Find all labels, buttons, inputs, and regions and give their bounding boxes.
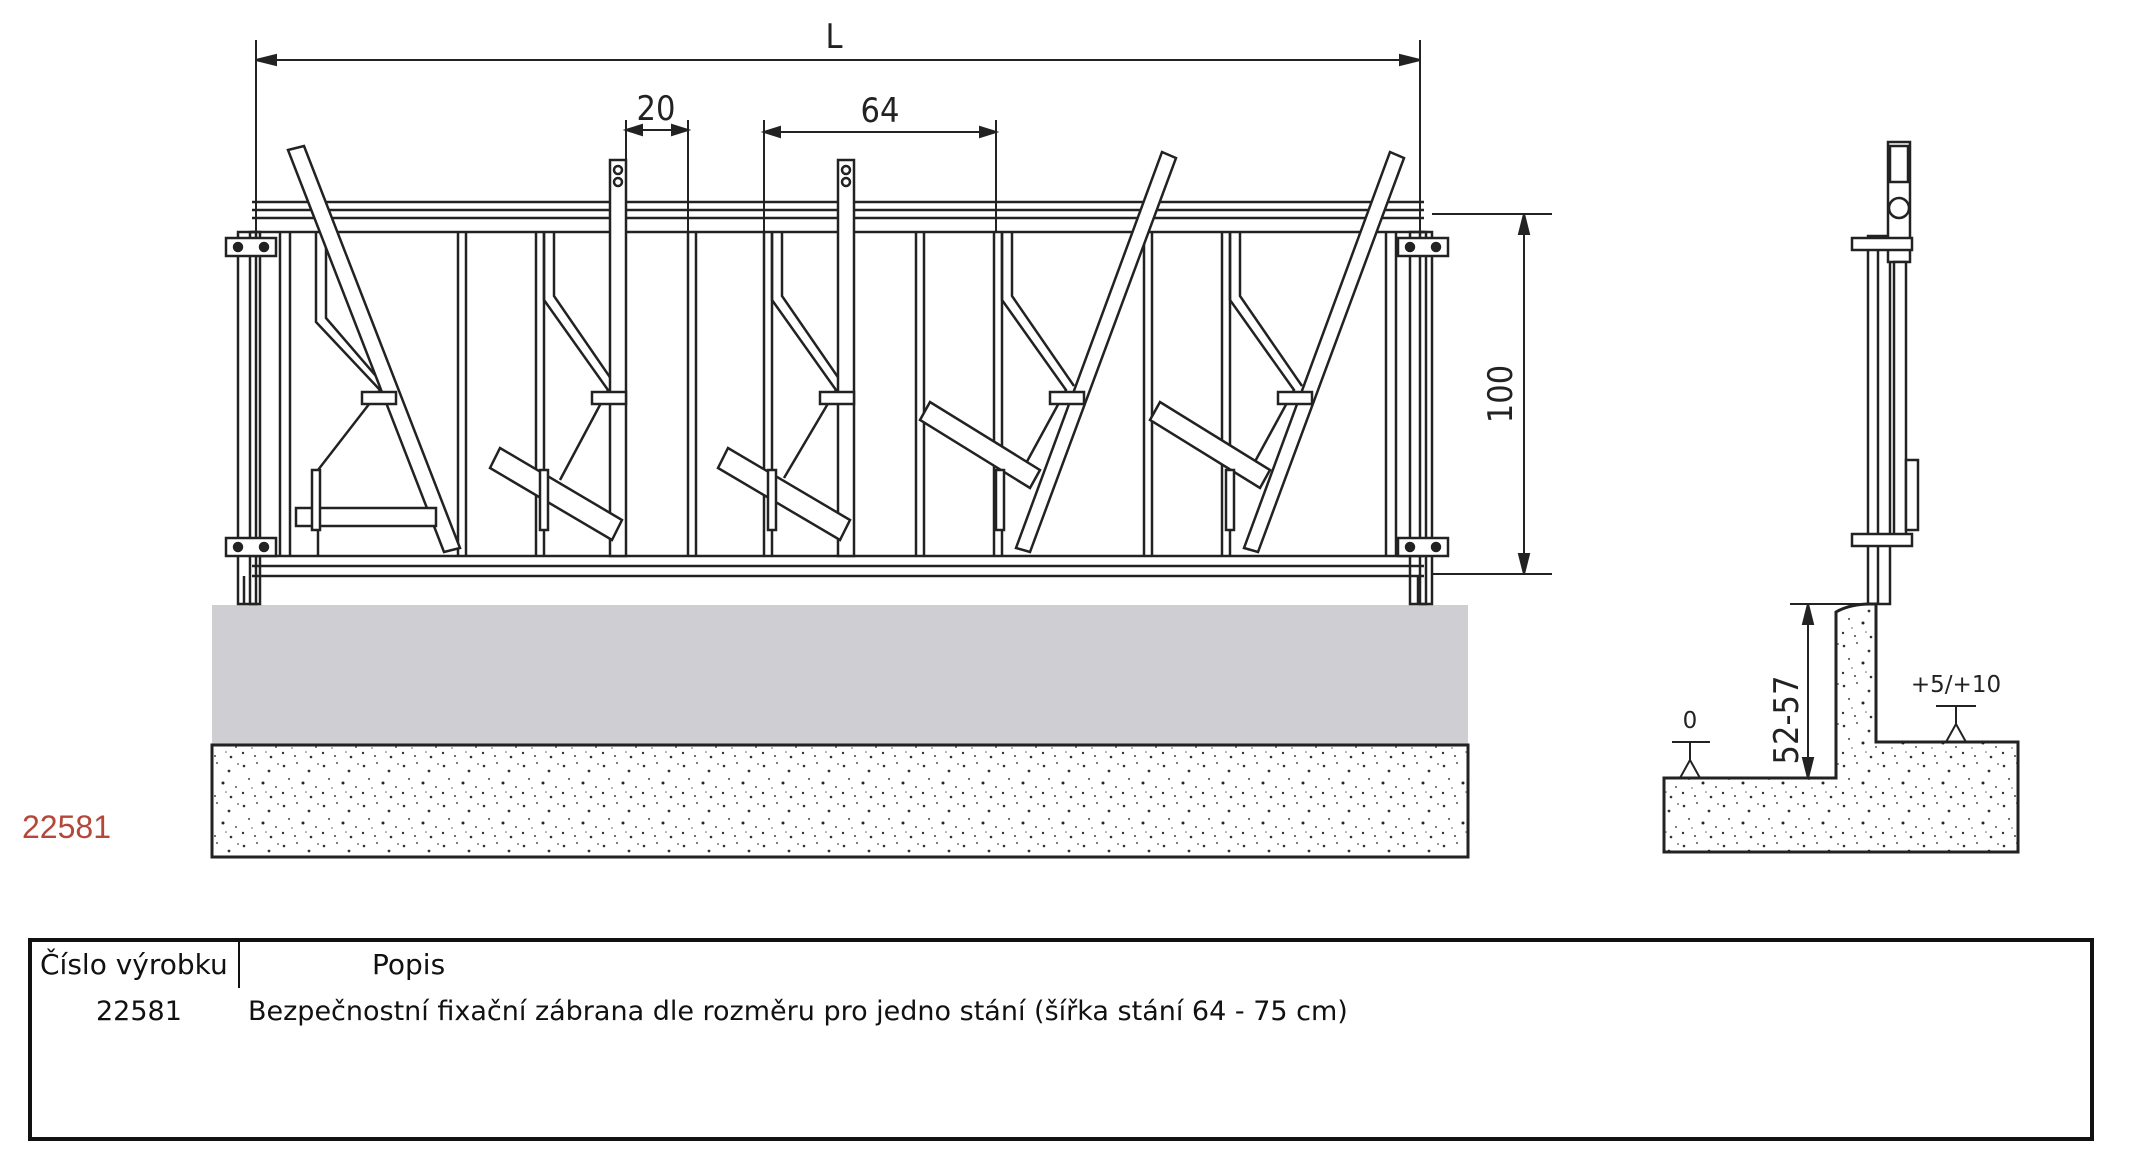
curb-height-dimension-label: 52-57 [1767,676,1807,765]
floor-level-label: 0 [1683,708,1698,734]
length-dimension-label: L [825,17,842,57]
header-divider [238,942,240,988]
gap-dimension-label: 20 [637,89,676,129]
dimension-lines [255,40,1552,575]
side-view [1662,140,2020,854]
product-table: Číslo výrobku Popis 22581 Bezpečnostní f… [28,938,2094,1141]
row-product-description: Bezpečnostní fixační zábrana dle rozměru… [248,996,1348,1027]
technical-drawing: L 20 64 100 22581 52-57 0 +5/+10 [22,17,2020,859]
stand-level-label: +5/+10 [1911,672,2001,698]
product-code-label: 22581 [22,809,111,845]
column-header-description: Popis [372,948,446,981]
side-view-dimensions [1672,603,1976,779]
height-dimension-label: 100 [1481,365,1521,423]
stall-width-dimension-label: 64 [861,91,900,131]
row-product-code: 22581 [96,996,182,1027]
feeding-barrier-front-view [224,144,1450,606]
concrete-base [210,605,1470,859]
column-header-code: Číslo výrobku [40,948,228,981]
